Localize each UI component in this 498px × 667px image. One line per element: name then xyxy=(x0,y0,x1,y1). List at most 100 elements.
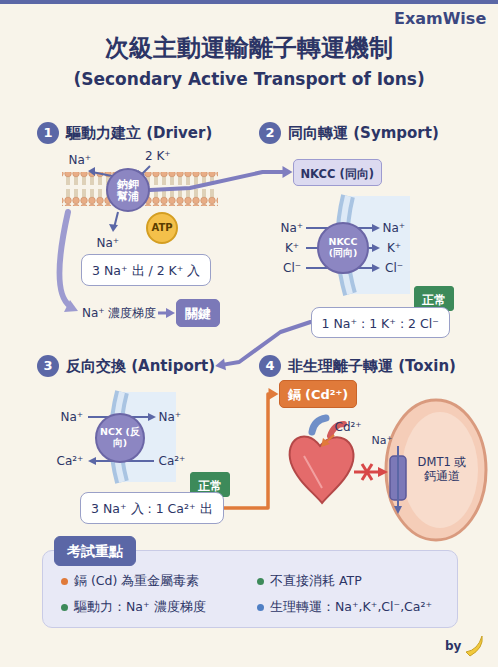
blocked-arrow xyxy=(354,464,388,480)
label-box: 3 Na⁺ 出 / 2 K⁺ 入 xyxy=(81,254,211,286)
bullet-row: 驅動力：Na⁺ 濃度梯度 xyxy=(61,599,206,616)
gradient-arrow-part xyxy=(166,308,175,318)
box-text: 3 Na⁺ 出 / 2 K⁺ 入 xyxy=(92,263,200,278)
box-text: 鎘 (Cd²⁺) xyxy=(288,387,349,402)
bullet-dot xyxy=(61,578,68,585)
heart-part xyxy=(304,456,322,488)
label-box: 鎘 (Cd²⁺) xyxy=(279,380,358,408)
bullet-text: 不直接消耗 ATP xyxy=(270,573,362,590)
subtitle: (Secondary Active Transport of Ions) xyxy=(74,69,425,89)
label-box: 考試重點 xyxy=(54,536,136,566)
label-box: 關鍵 xyxy=(176,299,220,327)
arrow-head xyxy=(215,358,226,370)
bullet-row: 生理轉運：Na⁺,K⁺,Cl⁻,Ca²⁺ xyxy=(257,599,432,616)
ion-label: Cd²⁺ xyxy=(335,420,362,434)
bullet-text: 鎘 (Cd) 為重金屬毒素 xyxy=(74,573,199,590)
callout-number: 2 xyxy=(259,122,281,144)
box-text: 3 Na⁺ 入 : 1 Ca²⁺ 出 xyxy=(91,501,213,516)
callout-number: 1 xyxy=(37,122,59,144)
arrow-head xyxy=(269,388,279,400)
header-rule xyxy=(0,0,498,4)
circle-text: NCX (反向) xyxy=(100,427,140,449)
ion-arrows xyxy=(88,166,150,232)
heart-part xyxy=(312,418,326,432)
ion-label: Na⁺ xyxy=(383,221,406,235)
nkcc-arrows-part xyxy=(372,264,380,272)
ion-label: Na⁺ xyxy=(69,153,92,167)
ion-label: DMT1 或 鈣通道 xyxy=(413,456,471,484)
ion-label: K⁺ xyxy=(285,241,299,255)
transporter-circle: 鈉鉀 幫浦 xyxy=(106,168,150,212)
ncx-arrows-part xyxy=(148,413,156,421)
ion-label: K⁺ xyxy=(387,241,401,255)
cd-arrow-part xyxy=(326,435,334,442)
box-text: 關鍵 xyxy=(185,306,211,321)
ion-label: Na⁺ xyxy=(372,434,393,447)
label-box: NKCC (同向) xyxy=(293,159,382,186)
bullet-dot xyxy=(61,604,68,611)
circle-text: 鈉鉀 幫浦 xyxy=(111,178,145,202)
callout-number: 4 xyxy=(259,355,281,377)
cd-arrow xyxy=(321,435,334,447)
gradient-arrow-part xyxy=(59,212,70,306)
target-cell-part xyxy=(386,400,486,540)
connector xyxy=(224,394,269,508)
transporter-circle: NKCC (同向) xyxy=(317,222,369,274)
label-box: 3 Na⁺ 入 : 1 Ca²⁺ 出 xyxy=(80,492,224,524)
gradient-arrow-part xyxy=(64,300,78,312)
target-cell-part xyxy=(402,412,478,528)
credit: by xyxy=(445,639,461,653)
ion-arrows-part xyxy=(88,167,95,176)
ion-arrows-part xyxy=(109,224,118,232)
ion-channel xyxy=(390,446,406,514)
transporter-circle: ATP xyxy=(146,212,178,244)
nkcc-arrows-part xyxy=(372,244,380,252)
ion-channel-part xyxy=(394,506,402,514)
transporter-circle: NCX (反向) xyxy=(95,413,145,463)
ncx-arrows-part xyxy=(88,457,96,465)
connector xyxy=(150,172,283,190)
blocked-arrow-part xyxy=(378,467,388,477)
box-text: 正常 xyxy=(422,293,446,307)
banana-icon-part xyxy=(466,636,482,656)
bullet-row: 鎘 (Cd) 為重金屬毒素 xyxy=(61,573,199,590)
cd-arrow-part xyxy=(321,438,330,447)
target-cell xyxy=(386,400,486,540)
section-title: 非生理離子轉運 (Toxin) xyxy=(288,357,456,376)
section-title: 同向轉運 (Symport) xyxy=(288,124,439,143)
circle-text: ATP xyxy=(151,222,173,234)
heart-part xyxy=(290,436,354,503)
banana-icon xyxy=(466,636,482,656)
ion-label: Na⁺ xyxy=(159,410,182,424)
ion-label: Na⁺ xyxy=(97,236,120,250)
box-text: 考試重點 xyxy=(67,543,123,559)
ion-label: Ca²⁺ xyxy=(159,454,186,468)
ion-label: Na⁺ 濃度梯度 xyxy=(82,305,156,322)
box-text: 1 Na⁺ : 1 K⁺ : 2 Cl⁻ xyxy=(322,316,439,331)
bullet-dot xyxy=(257,578,264,585)
section-heading: 3反向交換 (Antiport) xyxy=(37,355,215,377)
ion-label: 2 K⁺ xyxy=(145,149,171,163)
blocked-arrow-part xyxy=(362,464,372,480)
section-heading: 2 同向轉運 (Symport) xyxy=(259,122,439,144)
section-heading: 1 驅動力建立 (Driver) xyxy=(37,122,212,144)
header-rule-part xyxy=(0,0,498,4)
blocked-arrow-part xyxy=(362,464,372,480)
bullet-text: 生理轉運：Na⁺,K⁺,Cl⁻,Ca²⁺ xyxy=(270,599,432,616)
section-title: 反向交換 (Antiport) xyxy=(66,357,215,376)
ion-label: Ca²⁺ xyxy=(57,454,84,468)
label-box: 1 Na⁺ : 1 K⁺ : 2 Cl⁻ xyxy=(311,307,450,338)
section-title: 驅動力建立 (Driver) xyxy=(66,124,212,143)
section-heading: 4 非生理離子轉運 (Toxin) xyxy=(259,355,456,377)
bullet-row: 不直接消耗 ATP xyxy=(257,573,362,590)
ion-label: Na⁺ xyxy=(281,221,304,235)
ion-label: Na⁺ xyxy=(61,410,84,424)
ion-channel-part xyxy=(397,446,399,508)
nkcc-arrows-part xyxy=(372,224,380,232)
box-text: 正常 xyxy=(198,479,222,493)
circle-text: NKCC (同向) xyxy=(322,237,364,259)
ion-label: Cl⁻ xyxy=(385,261,403,275)
brand-label: ExamWise xyxy=(394,9,486,28)
box-text: NKCC (同向) xyxy=(301,167,374,181)
